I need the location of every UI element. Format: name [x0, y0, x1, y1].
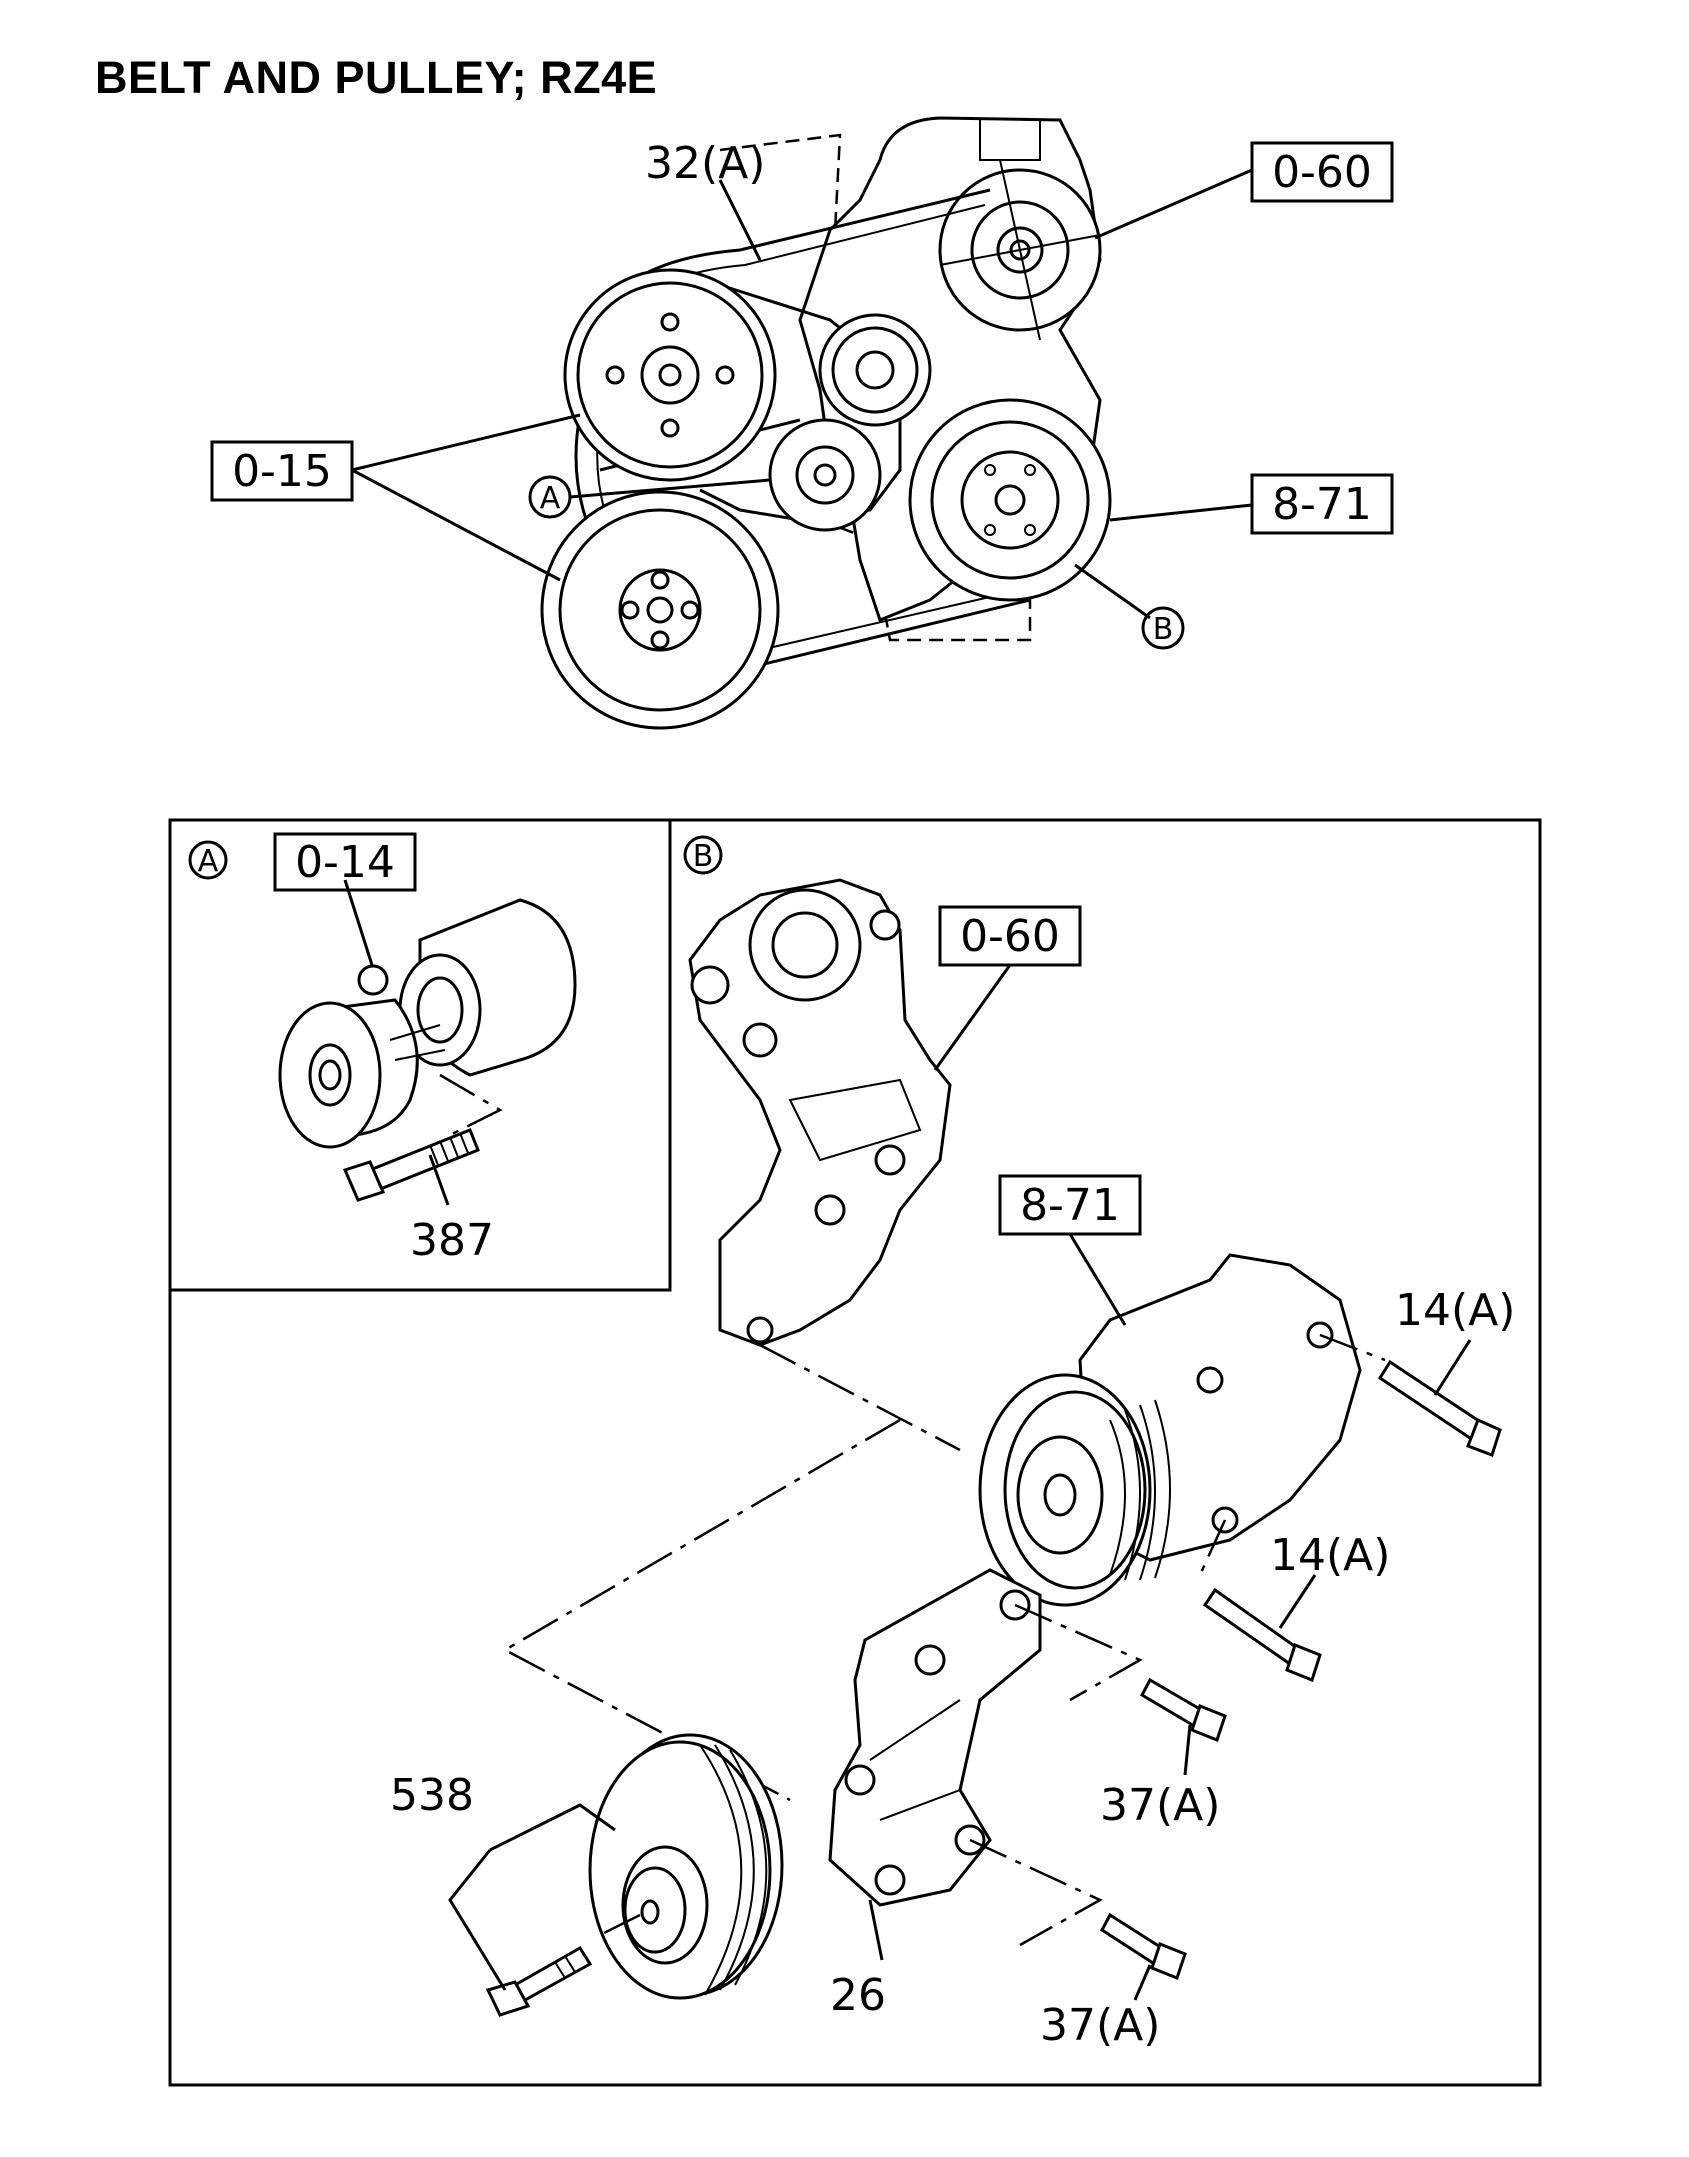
label-37a-lower: 37(A) — [1040, 2000, 1160, 2051]
upper-idler-pulley — [818, 313, 932, 427]
leader-8-71-detail — [1068, 1233, 1127, 1326]
overview-drawing: 32(A) 0-60 0-15 8-71 A B — [210, 116, 1394, 730]
label-14a-upper: 14(A) — [1395, 1285, 1515, 1336]
ref-8-71-top[interactable]: 8-71 — [1272, 479, 1372, 530]
ref-box-8-71-detail[interactable] — [998, 1174, 1142, 1236]
label-387: 387 — [410, 1215, 494, 1266]
bracket-26[interactable] — [828, 1568, 1042, 1907]
crankshaft-pulley — [540, 490, 780, 730]
leader-14a-lower — [1278, 1574, 1317, 1629]
tensioner-pulley-top — [938, 159, 1102, 341]
label-14a-lower: 14(A) — [1270, 1530, 1390, 1581]
bolt-37a-upper — [1140, 1677, 1227, 1742]
leader-32a — [718, 179, 762, 261]
bolt-538 — [485, 1945, 593, 2017]
detail-a-frame — [168, 818, 672, 1292]
leader-0-14 — [343, 879, 374, 966]
callout-a: A — [540, 481, 561, 516]
ref-box-0-14[interactable] — [273, 832, 417, 892]
tensioner-idler-a — [768, 418, 882, 532]
callout-b-circle — [1141, 606, 1185, 650]
label-26: 26 — [830, 1970, 886, 2021]
leader-37a-upper — [1183, 1724, 1192, 1776]
label-538: 538 — [390, 1770, 474, 1821]
ref-0-14[interactable]: 0-14 — [295, 837, 395, 888]
detail-a-marker-circle — [188, 840, 228, 880]
label-belt-32a: 32(A) — [645, 138, 765, 189]
page-title: BELT AND PULLEY; RZ4E — [95, 52, 658, 103]
water-pump-pulley — [563, 268, 777, 482]
detail-b-marker-circle — [683, 835, 723, 875]
ref-8-71-detail[interactable]: 8-71 — [1020, 1180, 1120, 1231]
callout-b: B — [1153, 612, 1174, 647]
idler-pulley-538[interactable] — [588, 1733, 784, 2000]
leader-14a-upper — [1433, 1339, 1472, 1396]
ref-0-60-detail[interactable]: 0-60 — [960, 911, 1060, 962]
ref-box-8-71-top[interactable] — [1250, 473, 1394, 535]
bolt-37a-lower — [1100, 1912, 1187, 1980]
bolt-14a-upper — [1377, 1359, 1502, 1457]
leader-538-stem — [489, 1823, 541, 1852]
tensioner-idler-detail — [278, 998, 419, 1149]
bolt-14a-lower — [1202, 1587, 1322, 1682]
detail-a-marker: A — [198, 844, 219, 879]
ref-box-0-15[interactable] — [210, 440, 354, 502]
ref-box-0-60-detail[interactable] — [938, 905, 1082, 967]
ref-0-15[interactable]: 0-15 — [232, 446, 332, 497]
leader-0-60-detail — [933, 964, 1012, 1071]
alignment-line-bracket — [759, 1343, 961, 1452]
bolt-387 — [342, 1128, 480, 1202]
leader-8-71-top — [1109, 503, 1253, 522]
leader-387 — [428, 1154, 450, 1206]
callout-a-circle — [528, 475, 572, 519]
compressor-pulley-top — [908, 398, 1112, 602]
detail-b: B 0-60 8-71 — [390, 835, 1515, 2051]
leader-0-15-top — [351, 413, 581, 472]
leader-538 — [448, 1803, 616, 1991]
bracket-detail — [979, 120, 1041, 161]
leader-37a-lower — [1133, 1964, 1152, 2001]
ref-box-0-60-top[interactable] — [1250, 141, 1394, 203]
detail-a: A 0-14 387 — [188, 832, 577, 1266]
detail-frame — [168, 818, 1542, 2087]
label-37a-upper: 37(A) — [1100, 1780, 1220, 1831]
ref-0-60-top[interactable]: 0-60 — [1272, 147, 1372, 198]
leader-0-60-top — [1094, 168, 1253, 240]
leader-0-15-bottom — [351, 468, 561, 582]
leader-26 — [868, 1899, 884, 1961]
detail-b-marker: B — [693, 839, 714, 874]
leader-callout-a — [569, 478, 771, 499]
leader-callout-b — [1074, 563, 1151, 620]
compressor-8-71[interactable] — [978, 1253, 1362, 1607]
